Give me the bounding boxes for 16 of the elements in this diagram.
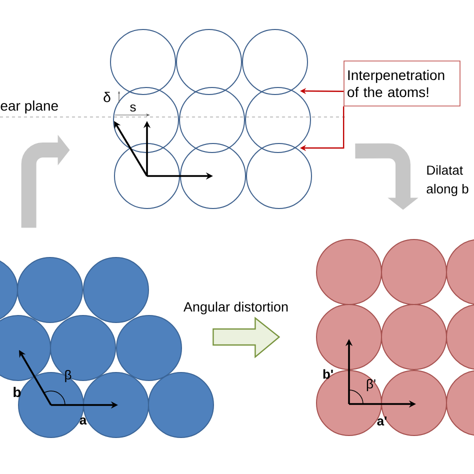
vector-label: a [80,417,87,425]
edge-label: Angular distortion [184,302,288,314]
vector-label: b [14,386,21,398]
symbol-label: δ [104,92,110,102]
vector-label: β' [366,378,376,392]
plane-label: ear plane [0,100,58,114]
block-arrow [212,316,280,358]
vector-label: β [65,370,72,382]
symbol-label: s [130,104,136,112]
text-label: Dilatat [427,165,463,175]
text-label: along b [426,184,468,196]
vector-label: a' [377,416,386,426]
atom-lattice-drawing [316,239,474,436]
atom-lattice-drawing [110,29,312,209]
vector-label: b' [323,369,333,379]
callout-box: Interpenetration of the atoms! [344,60,460,106]
